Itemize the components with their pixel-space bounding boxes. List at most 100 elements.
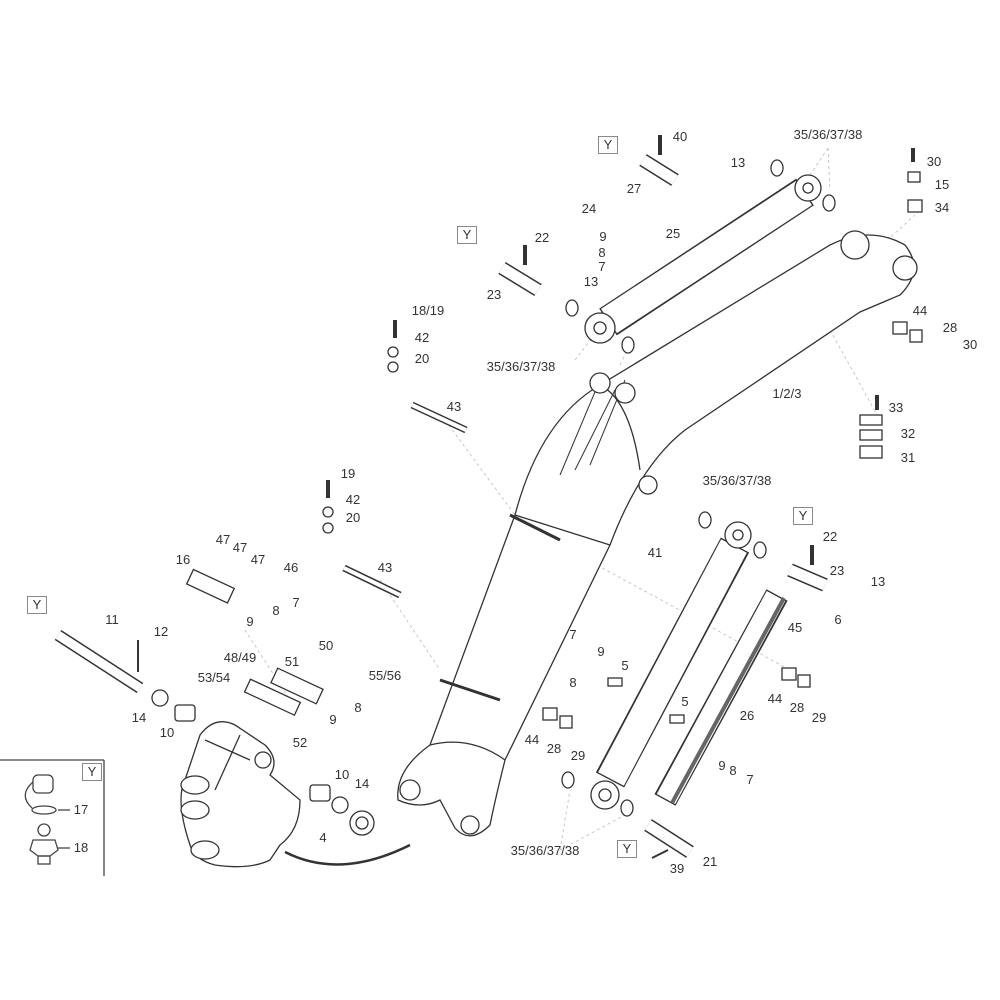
part-number-label: 13 [730, 155, 746, 170]
boom [397, 234, 915, 837]
part-number-label: 35/36/37/38 [793, 127, 863, 142]
part-number-label: 45 [787, 620, 803, 635]
part-number-label: 23 [829, 563, 845, 578]
part-number-label: 17 [73, 802, 89, 817]
part-number-label: 47 [215, 532, 231, 547]
part-number-label: 13 [870, 574, 886, 589]
rotation-arrow [284, 843, 411, 866]
part-number-label: 39 [669, 861, 685, 876]
part-number-label: 44 [767, 691, 783, 706]
valve-blocks [185, 568, 324, 717]
part-number-label: 9 [597, 644, 605, 659]
y-callout-box: Y [457, 226, 477, 244]
part-number-label: 18/19 [411, 303, 445, 318]
part-number-label: 47 [232, 540, 248, 555]
part-number-label: 22 [534, 230, 550, 245]
part-number-label: 50 [318, 638, 334, 653]
part-number-label: 44 [912, 303, 928, 318]
part-number-label: 4 [319, 830, 327, 845]
y-callout-box: Y [82, 763, 102, 781]
part-number-label: 28 [789, 700, 805, 715]
bushings [151, 689, 375, 836]
part-number-label: 7 [569, 627, 577, 642]
part-number-label: 31 [900, 450, 916, 465]
part-number-label: 9 [599, 229, 607, 244]
part-number-label: 10 [334, 767, 350, 782]
part-number-label: 15 [934, 177, 950, 192]
part-number-label: 11 [105, 612, 119, 627]
boom-cylinder [590, 521, 752, 810]
part-number-label: 28 [546, 741, 562, 756]
arm-cylinder [584, 174, 822, 344]
part-number-label: 33 [888, 400, 904, 415]
part-number-label: 5 [621, 658, 629, 673]
part-number-label: 30 [962, 337, 978, 352]
part-number-label: 6 [834, 612, 842, 627]
part-number-label: 47 [250, 552, 266, 567]
part-number-label: 43 [446, 399, 462, 414]
part-number-label: 30 [926, 154, 942, 169]
part-number-label: 9 [246, 614, 254, 629]
part-number-label: 25 [665, 226, 681, 241]
part-number-label: 28 [942, 320, 958, 335]
pins [54, 135, 915, 859]
part-number-label: 14 [131, 710, 147, 725]
part-number-label: 20 [345, 510, 361, 525]
part-number-label: 43 [377, 560, 393, 575]
part-number-label: 44 [524, 732, 540, 747]
y-callout-box: Y [793, 507, 813, 525]
part-number-label: 8 [729, 763, 737, 778]
part-number-label: 16 [175, 552, 191, 567]
part-number-label: 46 [283, 560, 299, 575]
part-number-label: 9 [718, 758, 726, 773]
part-number-label: 18 [73, 840, 89, 855]
part-number-label: 20 [414, 351, 430, 366]
part-number-label: 53/54 [197, 670, 231, 685]
part-number-label: 42 [414, 330, 430, 345]
part-number-label: 26 [739, 708, 755, 723]
part-number-label: 1/2/3 [772, 386, 802, 401]
part-number-label: 9 [329, 712, 337, 727]
part-number-label: 41 [647, 545, 663, 560]
hose-guard [654, 589, 788, 806]
part-number-label: 13 [583, 274, 599, 289]
part-number-label: 7 [598, 259, 606, 274]
part-number-label: 29 [811, 710, 827, 725]
clamps [542, 171, 923, 729]
part-number-label: 7 [746, 772, 754, 787]
part-number-label: 35/36/37/38 [510, 843, 580, 858]
washers [322, 159, 836, 817]
part-number-label: 14 [354, 776, 370, 791]
part-number-label: 55/56 [368, 668, 402, 683]
swing-bracket [180, 721, 301, 868]
part-number-label: 23 [486, 287, 502, 302]
part-number-label: 51 [284, 654, 300, 669]
part-number-label: 8 [272, 603, 280, 618]
part-number-label: 7 [292, 595, 300, 610]
part-number-label: 48/49 [223, 650, 257, 665]
part-number-label: 8 [598, 245, 606, 260]
part-number-label: 52 [292, 735, 308, 750]
part-number-label: 40 [672, 129, 688, 144]
part-number-label: 35/36/37/38 [702, 473, 772, 488]
y-callout-box: Y [27, 596, 47, 614]
part-number-label: 27 [626, 181, 642, 196]
part-number-label: 42 [345, 492, 361, 507]
part-number-label: 35/36/37/38 [486, 359, 556, 374]
part-number-label: 34 [934, 200, 950, 215]
y-callout-box: Y [598, 136, 618, 154]
part-number-label: 8 [354, 700, 362, 715]
part-number-label: 5 [681, 694, 689, 709]
rails [342, 401, 468, 599]
part-number-label: 8 [569, 675, 577, 690]
part-number-label: 29 [570, 748, 586, 763]
part-number-label: 10 [159, 725, 175, 740]
inset-frame [0, 759, 105, 876]
part-number-label: 24 [581, 201, 597, 216]
part-number-label: 12 [153, 624, 169, 639]
part-number-label: 32 [900, 426, 916, 441]
part-number-label: 21 [702, 854, 718, 869]
y-callout-box: Y [617, 840, 637, 858]
